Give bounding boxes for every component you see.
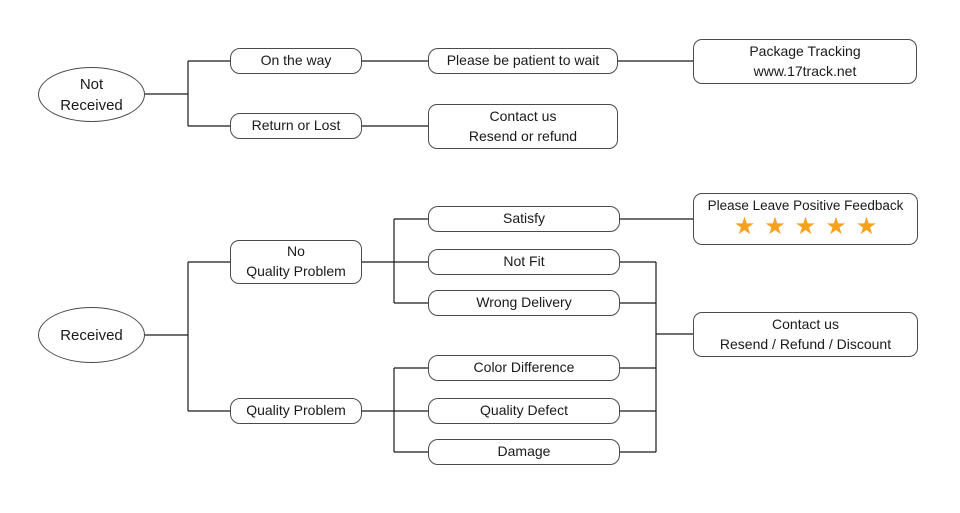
node-positive-feedback: Please Leave Positive Feedback ★ ★ ★ ★ ★	[693, 193, 918, 245]
node-quality-problem-label: Quality Problem	[246, 402, 346, 419]
node-please-be-patient-label: Please be patient to wait	[446, 52, 600, 69]
node-not-fit: Not Fit	[428, 249, 620, 275]
node-color-difference-label: Color Difference	[473, 359, 575, 376]
node-not-received: Not Received	[38, 67, 145, 122]
node-quality-defect: Quality Defect	[428, 398, 620, 424]
node-not-received-label: Not Received	[60, 75, 123, 114]
node-wrong-delivery: Wrong Delivery	[428, 290, 620, 316]
node-quality-defect-label: Quality Defect	[480, 402, 568, 419]
node-on-the-way-label: On the way	[260, 52, 332, 69]
node-color-difference: Color Difference	[428, 355, 620, 381]
node-package-tracking: Package Tracking www.17track.net	[693, 39, 917, 84]
node-not-fit-label: Not Fit	[503, 253, 545, 270]
node-contact-resend-refund-label: Contact us Resend or refund	[468, 107, 578, 144]
node-contact-resend-refund-discount-label: Contact us Resend / Refund / Discount	[719, 315, 892, 352]
star-icon: ★	[825, 212, 847, 240]
node-contact-resend-refund-discount: Contact us Resend / Refund / Discount	[693, 312, 918, 357]
node-damage-label: Damage	[497, 443, 551, 460]
node-satisfy: Satisfy	[428, 206, 620, 232]
node-satisfy-label: Satisfy	[502, 210, 545, 227]
node-please-be-patient: Please be patient to wait	[428, 48, 618, 74]
five-star-rating: ★ ★ ★ ★ ★	[733, 212, 878, 240]
node-received-label: Received	[60, 326, 123, 344]
node-wrong-delivery-label: Wrong Delivery	[476, 294, 572, 311]
node-received: Received	[38, 307, 145, 363]
node-on-the-way: On the way	[230, 48, 362, 74]
node-return-or-lost-label: Return or Lost	[251, 117, 341, 134]
star-icon: ★	[733, 212, 756, 240]
node-no-quality-problem-label: No Quality Problem	[246, 243, 346, 279]
node-damage: Damage	[428, 439, 620, 465]
node-return-or-lost: Return or Lost	[230, 113, 362, 139]
node-quality-problem: Quality Problem	[230, 398, 362, 424]
node-positive-feedback-label: Please Leave Positive Feedback	[707, 198, 904, 213]
star-icon: ★	[794, 212, 817, 240]
node-no-quality-problem: No Quality Problem	[230, 240, 362, 284]
node-contact-resend-refund: Contact us Resend or refund	[428, 104, 618, 149]
star-icon: ★	[764, 212, 786, 240]
node-package-tracking-label: Package Tracking www.17track.net	[749, 42, 861, 79]
star-icon: ★	[855, 212, 878, 240]
